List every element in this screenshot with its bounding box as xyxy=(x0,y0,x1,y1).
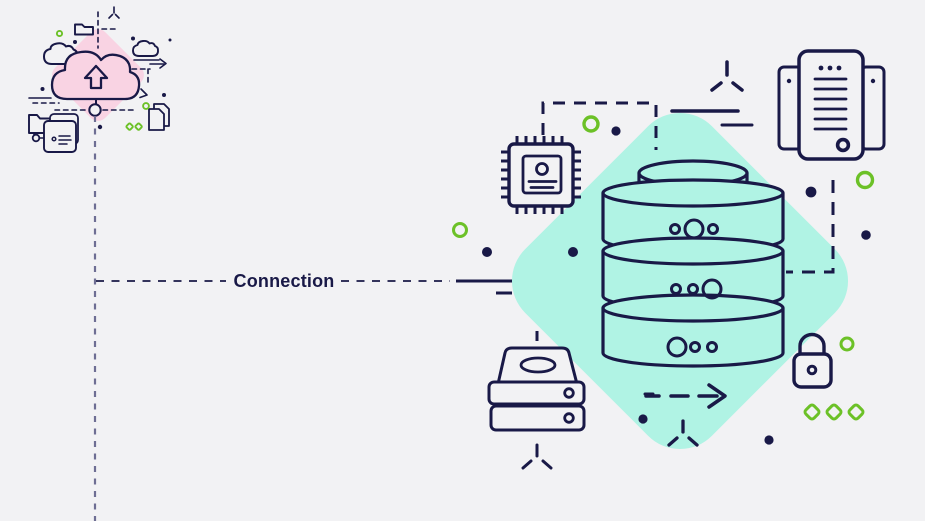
server-rack-icon xyxy=(777,49,886,161)
y-mark-top-icon xyxy=(710,60,744,92)
dashed-arrow-icon xyxy=(644,383,727,409)
right-dashed-connectors xyxy=(541,101,835,274)
cloud-upload-illustration xyxy=(28,6,172,153)
upload-arrow-icon xyxy=(83,64,109,90)
left-illustration-lines xyxy=(28,58,167,99)
padlock-icon xyxy=(792,332,833,389)
cpu-chip-icon xyxy=(501,136,581,214)
cloud-upload-icon xyxy=(50,50,141,101)
connection-label: Connection xyxy=(234,271,335,291)
documents-icon xyxy=(28,113,79,153)
database-stack-icon xyxy=(601,159,785,368)
top-speed-lines xyxy=(643,109,754,396)
small-cloud-right-icon xyxy=(132,39,160,57)
connection-line: Connection xyxy=(96,271,564,295)
y-mark-bottom-icon xyxy=(667,419,699,447)
database-illustration xyxy=(452,49,886,470)
network-node-icon xyxy=(88,99,102,117)
right-green-accents xyxy=(452,115,875,421)
left-green-accents xyxy=(55,29,150,131)
folder-icon xyxy=(74,23,94,36)
y-mark-icon xyxy=(108,6,120,19)
left-scatter-dots xyxy=(40,36,172,130)
file-icon xyxy=(148,103,170,131)
storage-drive-icon xyxy=(487,331,586,432)
left-illustration-dashes xyxy=(32,11,151,111)
right-scatter-dots xyxy=(482,126,871,445)
y-mark-drive-icon xyxy=(521,443,553,470)
